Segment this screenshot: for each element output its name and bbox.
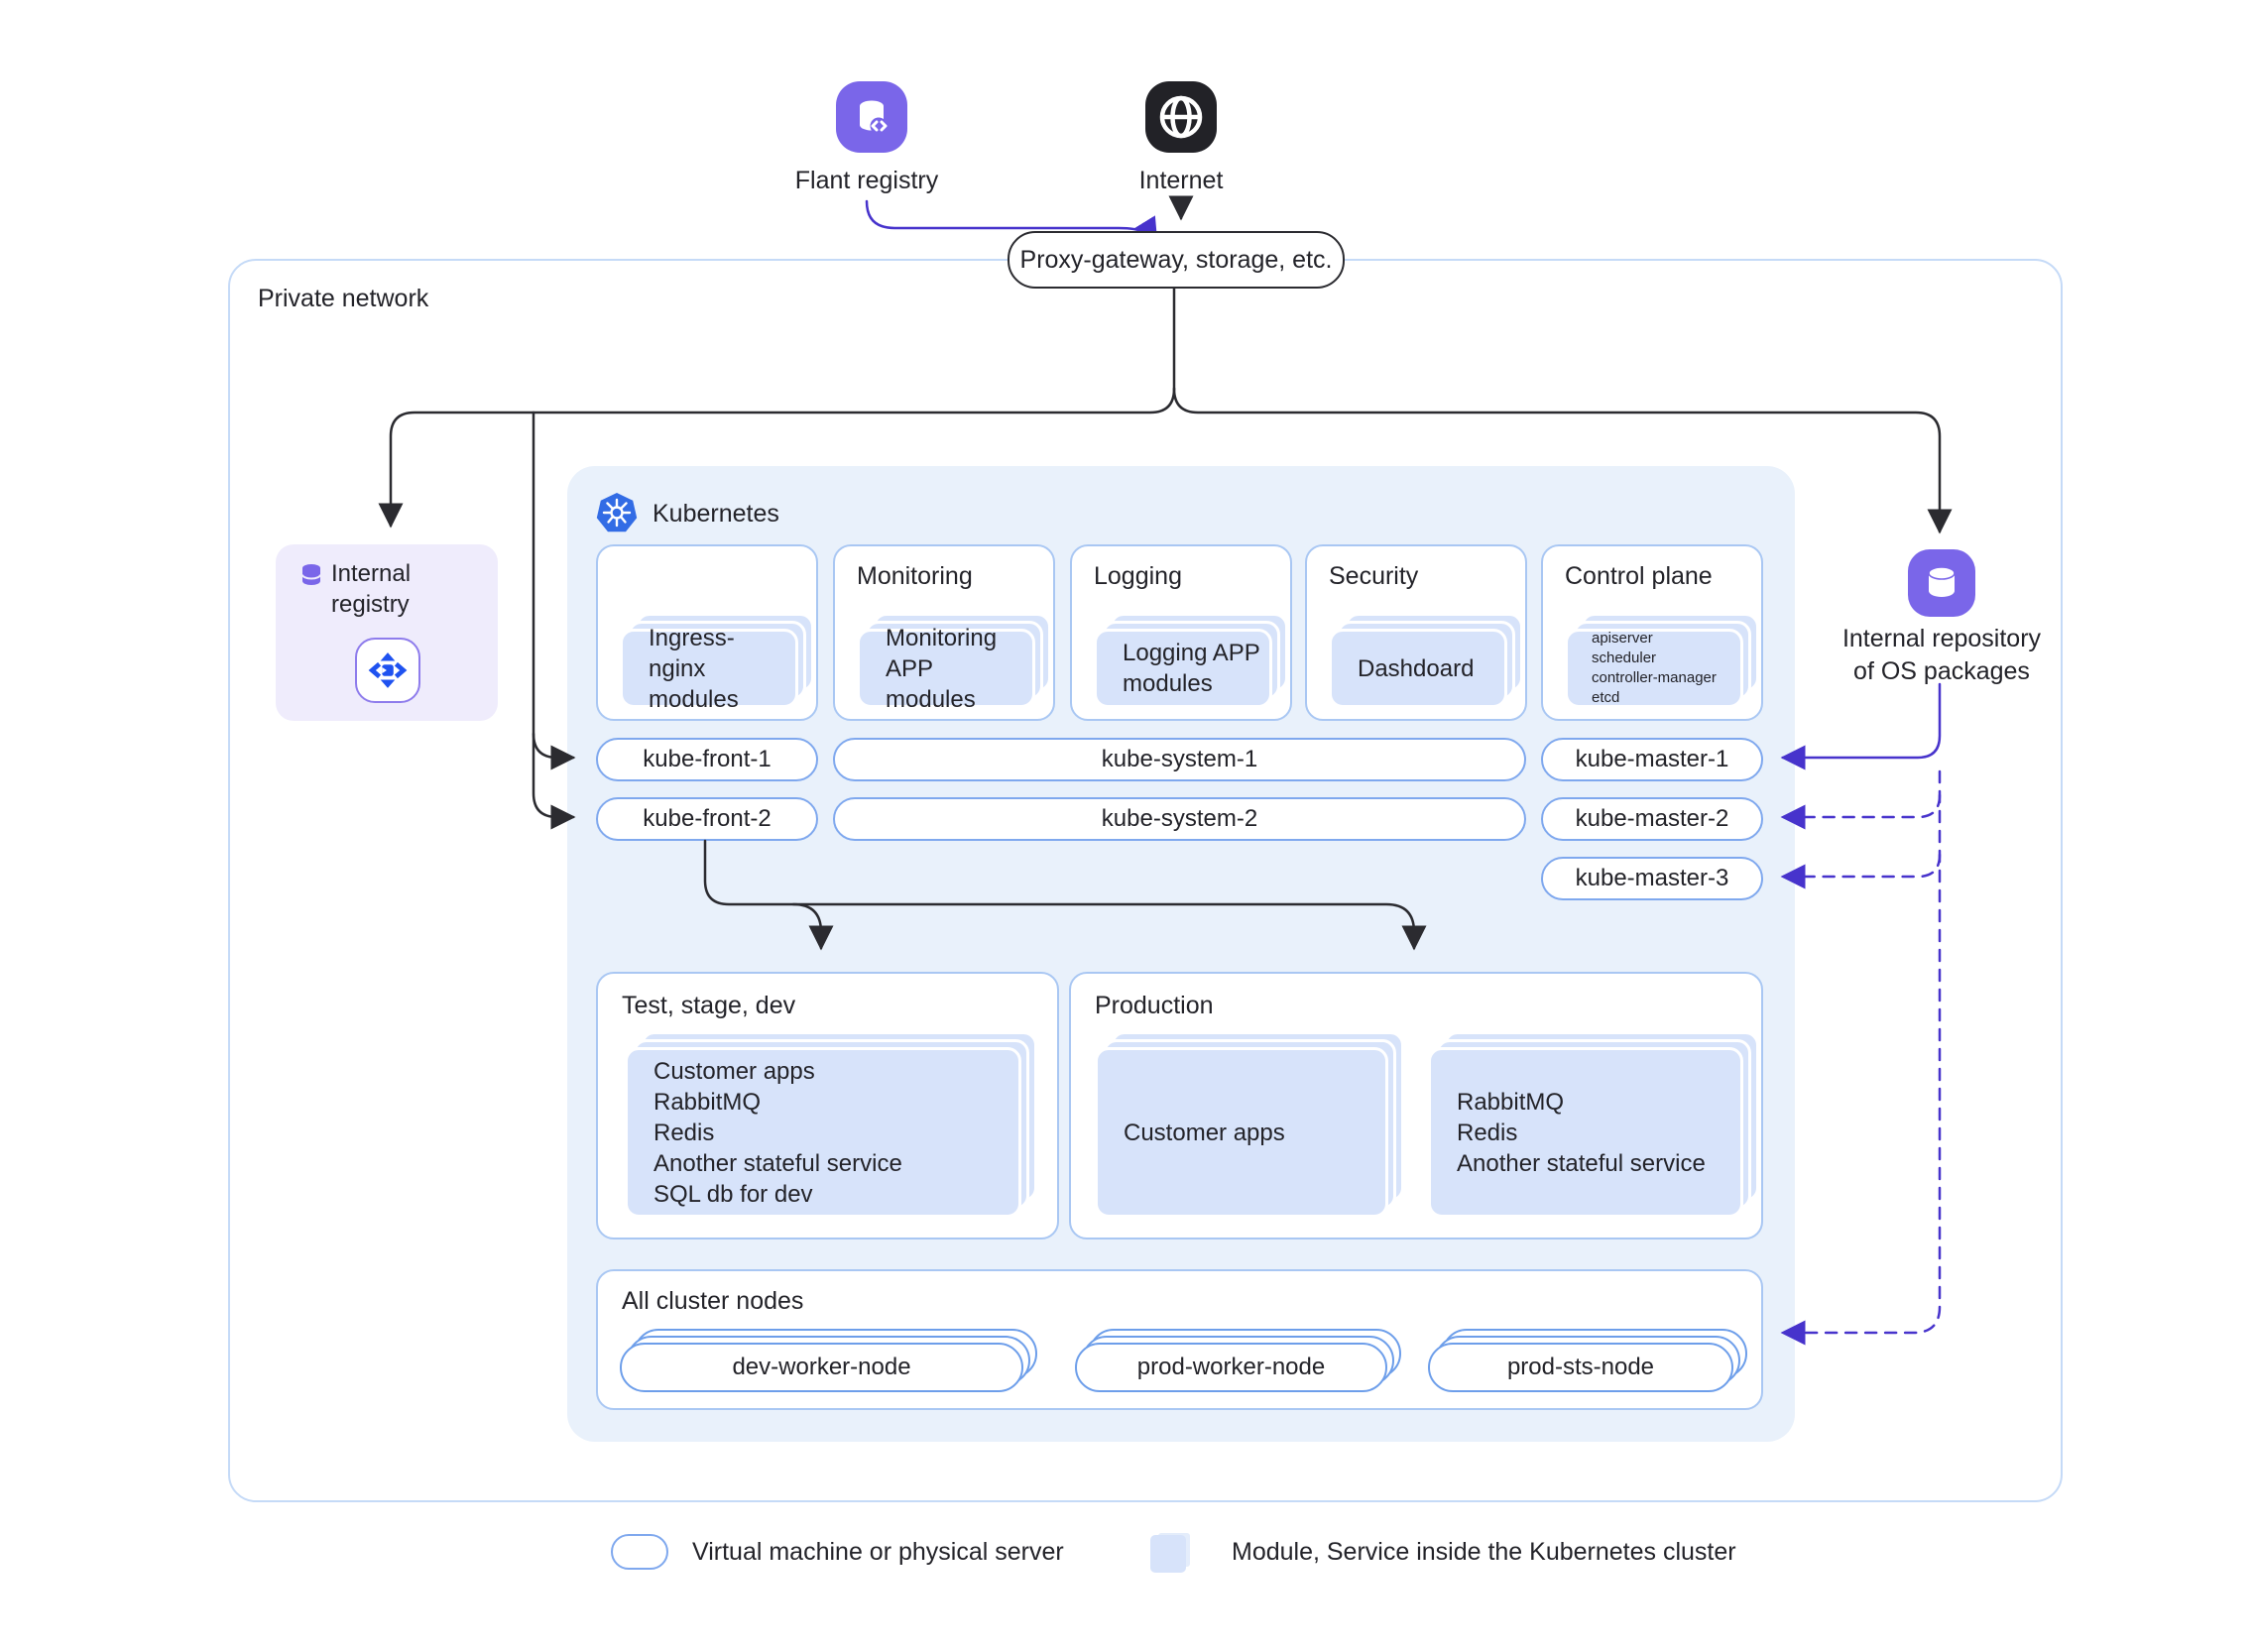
vm-kube-system-2: kube-system-2: [833, 797, 1526, 841]
internal-registry-box: Internal registry: [276, 544, 498, 721]
production-module-item: Customer apps: [1124, 1119, 1285, 1146]
control-plane-item: scheduler: [1592, 649, 1657, 666]
flant-registry-icon: [836, 81, 907, 153]
test-module-item: Another stateful service: [653, 1149, 902, 1177]
module-stack: Ingress-nginx modules: [620, 613, 814, 713]
node-prod-worker: prod-worker-node: [1075, 1329, 1401, 1392]
private-network-title: Private network: [258, 285, 429, 312]
zone-production-title: Production: [1095, 992, 1214, 1019]
module-logging: Logging APP modules: [1094, 629, 1272, 708]
control-plane-item: apiserver: [1592, 630, 1653, 647]
module-dashboard: Dashdoard: [1329, 629, 1507, 708]
card-ingress: Ingress-nginx modules: [596, 544, 818, 721]
test-module-item: RabbitMQ: [653, 1088, 762, 1116]
flant-registry-label: Flant registry: [794, 167, 939, 194]
test-module-item: SQL db for dev: [653, 1180, 813, 1208]
internet-icon: [1145, 81, 1217, 153]
card-logging-title: Logging: [1094, 562, 1182, 590]
kubernetes-cluster: Kubernetes Ingress-nginx modules Monitor…: [567, 466, 1795, 1442]
production-module-item: RabbitMQ: [1457, 1088, 1565, 1116]
kubernetes-title: Kubernetes: [653, 500, 779, 528]
internal-registry-title: Internal registry: [331, 560, 412, 618]
module-stack: Logging APP modules: [1094, 613, 1288, 708]
node-prod-worker-label: prod-worker-node: [1075, 1343, 1387, 1392]
vm-kube-front-1: kube-front-1: [596, 738, 818, 781]
card-security-title: Security: [1329, 562, 1419, 590]
module-monitoring: Monitoring APP modules: [857, 625, 1035, 713]
card-control-plane-title: Control plane: [1565, 562, 1713, 590]
production-module-item: Redis: [1457, 1119, 1518, 1146]
legend-vm-swatch: [611, 1534, 668, 1570]
os-repository-label: Internal repository of OS packages: [1841, 625, 2042, 685]
legend-vm-label: Virtual machine or physical server: [692, 1538, 1064, 1566]
vm-kube-system-1: kube-system-1: [833, 738, 1526, 781]
module-stack: Customer apps RabbitMQ Redis Another sta…: [625, 1031, 1037, 1218]
card-monitoring-title: Monitoring: [857, 562, 973, 590]
zone-test-stage-dev: Test, stage, dev Customer apps RabbitMQ …: [596, 972, 1059, 1239]
os-repository-icon: [1908, 549, 1975, 617]
internet-label: Internet: [1138, 167, 1224, 194]
zone-test-title: Test, stage, dev: [622, 992, 796, 1019]
test-module-item: Customer apps: [653, 1057, 815, 1085]
card-control-plane: Control plane apiserver scheduler contro…: [1541, 544, 1763, 721]
legend-module-label: Module, Service inside the Kubernetes cl…: [1232, 1538, 1736, 1566]
all-cluster-nodes-title: All cluster nodes: [622, 1287, 804, 1315]
database-icon: [301, 564, 321, 585]
module-stack: Customer apps: [1095, 1031, 1404, 1218]
module-stack: Dashdoard: [1329, 613, 1523, 708]
production-module-item: Another stateful service: [1457, 1149, 1706, 1177]
card-security: Security Dashdoard: [1305, 544, 1527, 721]
node-dev-worker: dev-worker-node: [620, 1329, 1037, 1392]
private-network-boundary: Private network Internal registry: [228, 259, 2063, 1502]
vm-kube-master-1: kube-master-1: [1541, 738, 1763, 781]
vm-kube-master-2: kube-master-2: [1541, 797, 1763, 841]
legend-module-swatch: [1150, 1531, 1196, 1575]
module-stack: apiserver scheduler controller-manager e…: [1565, 613, 1759, 708]
card-monitoring: Monitoring Monitoring APP modules: [833, 544, 1055, 721]
deckhouse-icon: [355, 638, 420, 703]
kubernetes-icon: [596, 493, 638, 532]
control-plane-item: controller-manager: [1592, 669, 1717, 686]
zone-production: Production Customer apps RabbitMQ Redis …: [1069, 972, 1763, 1239]
vm-kube-master-3: kube-master-3: [1541, 857, 1763, 900]
module-stack: Monitoring APP modules: [857, 613, 1051, 713]
vm-kube-front-2: kube-front-2: [596, 797, 818, 841]
node-dev-worker-label: dev-worker-node: [620, 1343, 1023, 1392]
control-plane-item: etcd: [1592, 689, 1620, 706]
card-logging: Logging Logging APP modules: [1070, 544, 1292, 721]
module-ingress: Ingress-nginx modules: [620, 625, 798, 713]
node-prod-sts: prod-sts-node: [1428, 1329, 1747, 1392]
module-stack: RabbitMQ Redis Another stateful service: [1428, 1031, 1759, 1218]
node-prod-sts-label: prod-sts-node: [1428, 1343, 1733, 1392]
zone-all-cluster-nodes: All cluster nodes dev-worker-node prod-w…: [596, 1269, 1763, 1410]
proxy-gateway-node: Proxy-gateway, storage, etc.: [1008, 231, 1345, 289]
test-module-item: Redis: [653, 1119, 715, 1146]
